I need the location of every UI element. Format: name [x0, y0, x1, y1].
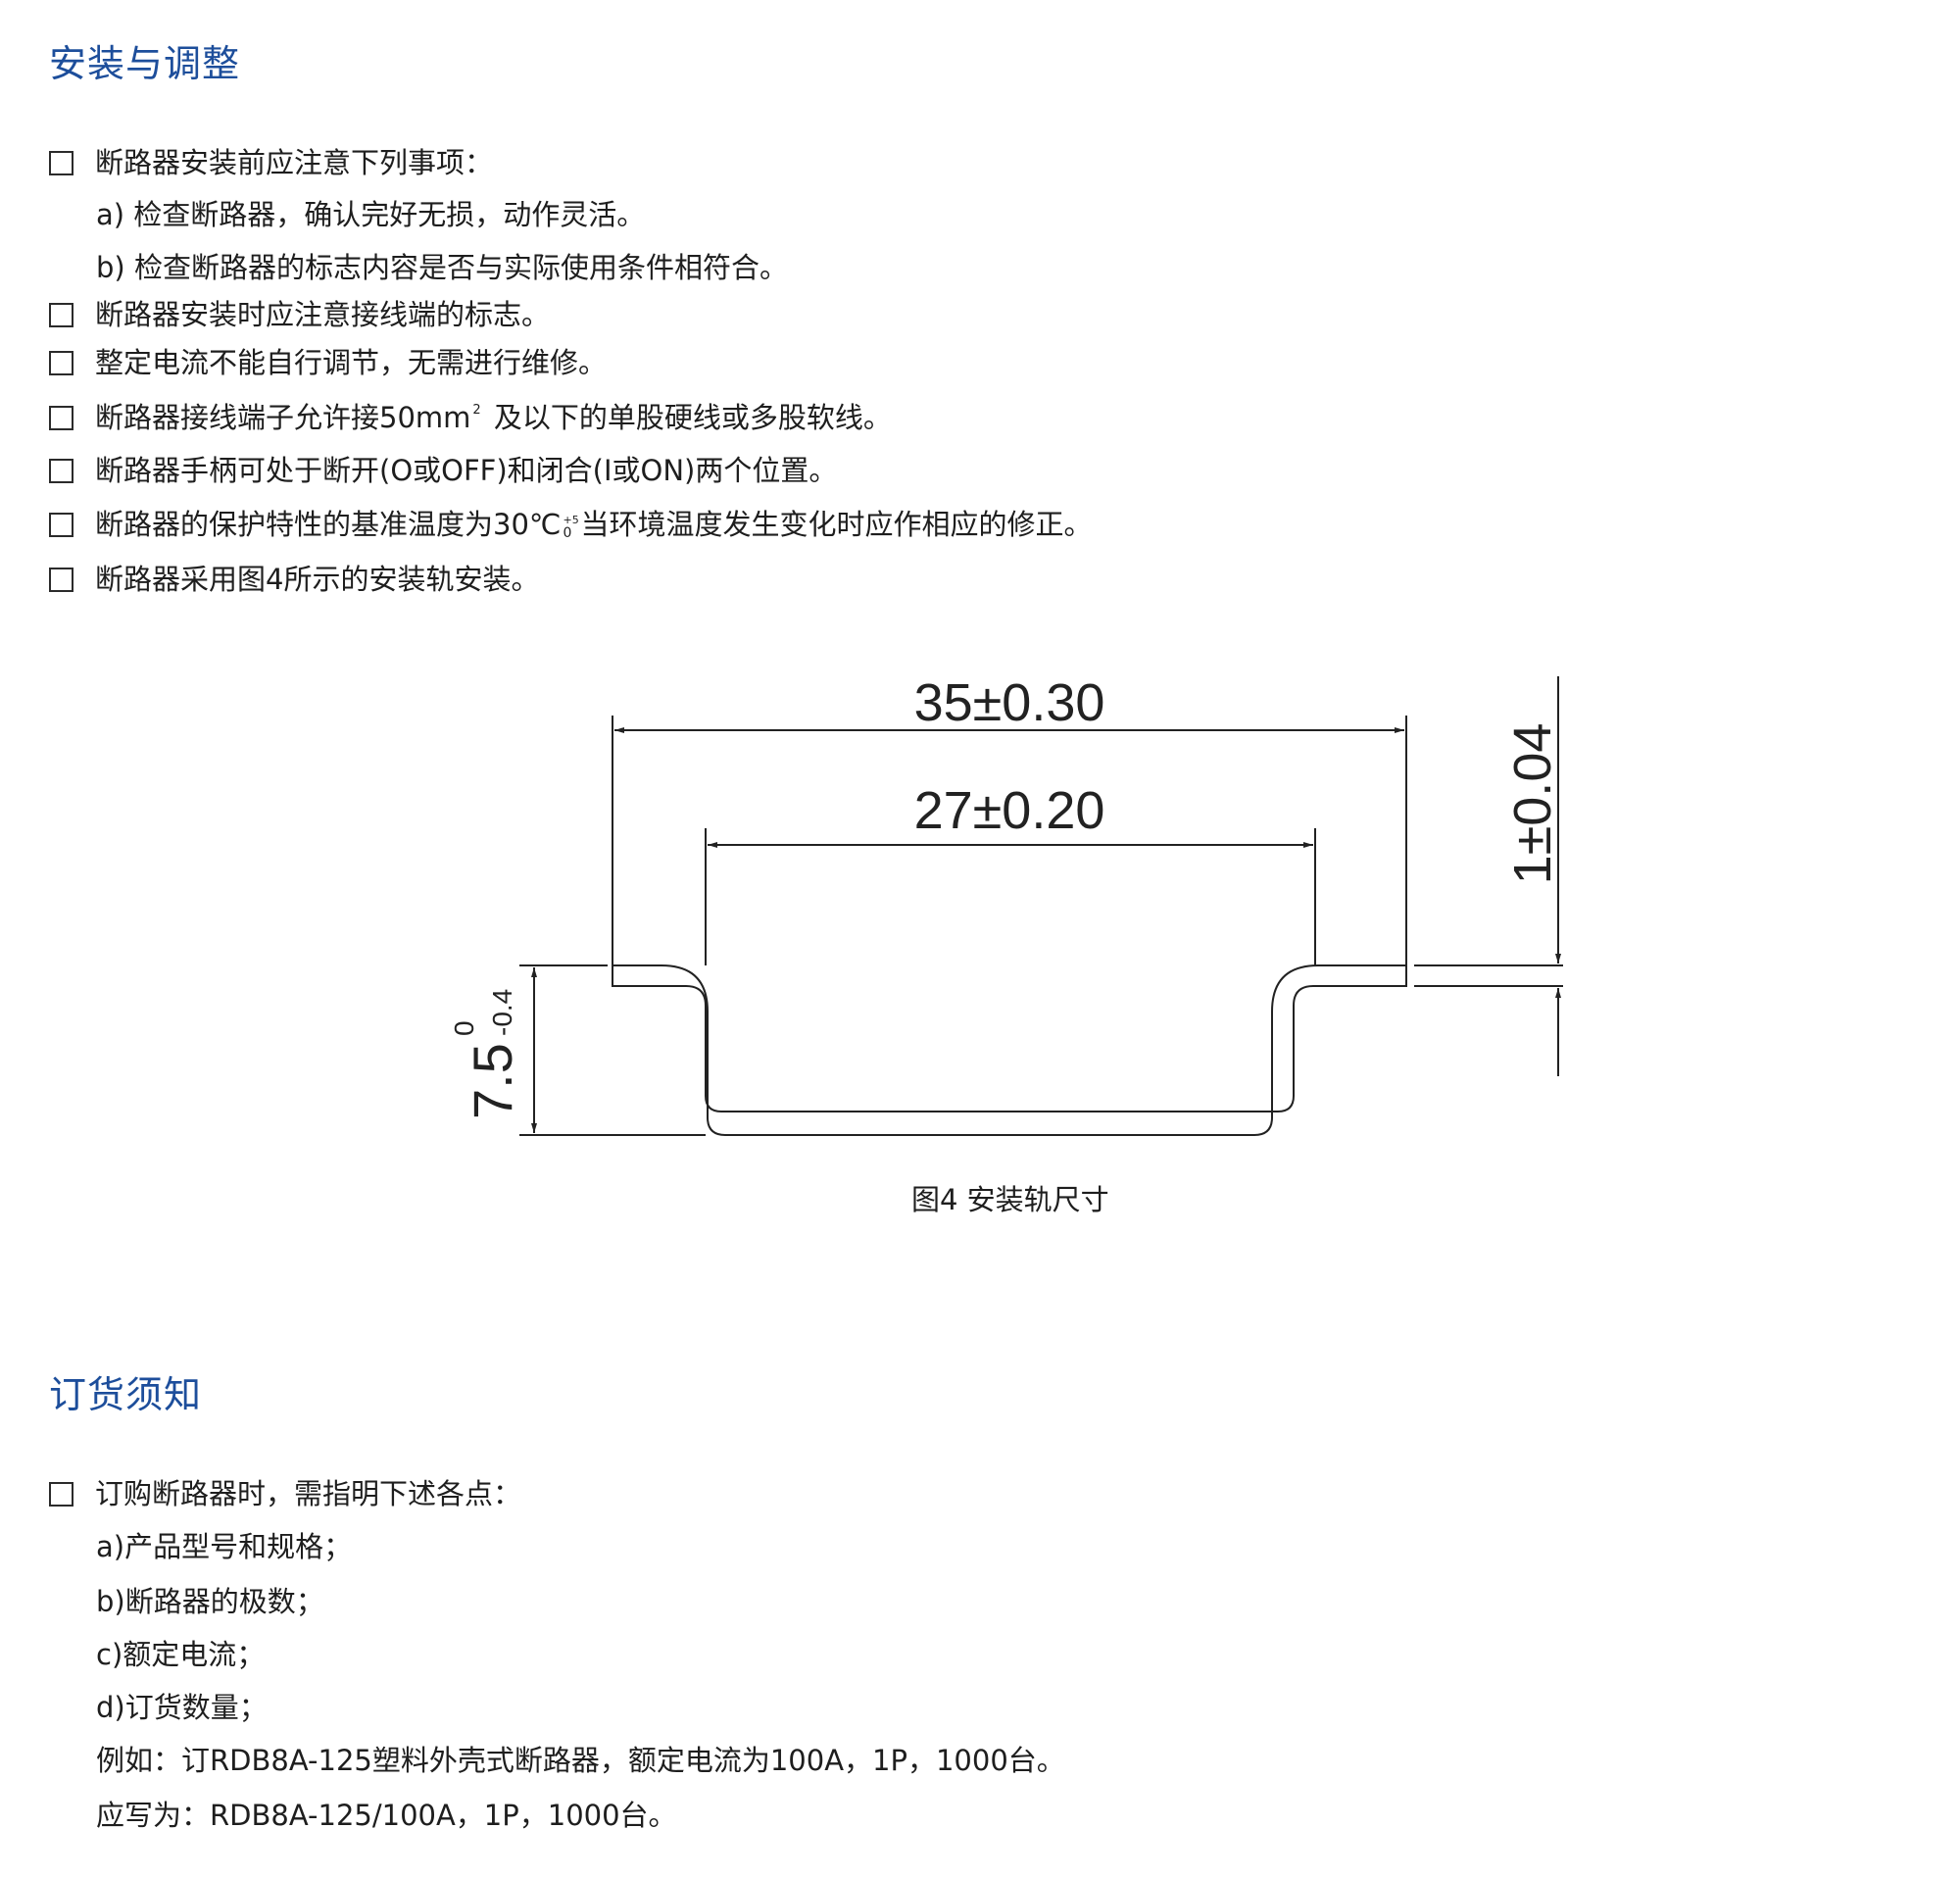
install-item-4-text-a: 断路器接线端子允许接50mm: [95, 401, 471, 434]
order-item: 订购断路器时，需指明下述各点：: [49, 1480, 521, 1508]
install-item-2: 断路器安装时应注意接线端的标志。: [49, 301, 550, 329]
superscript-2: 2: [472, 403, 481, 418]
checkbox-icon: [49, 151, 74, 175]
checkbox-icon: [49, 459, 74, 483]
install-item-3: 整定电流不能自行调节，无需进行维修。: [49, 349, 607, 377]
install-item-4-text-b: 及以下的单股硬线或多股软线。: [484, 401, 892, 434]
tolerance-lower: 0: [563, 525, 572, 541]
install-item-7: 断路器采用图4所示的安装轨安装。: [49, 566, 539, 594]
order-format: 应写为：RDB8A-125/100A，1P，1000台。: [96, 1799, 677, 1832]
install-item-7-text: 断路器采用图4所示的安装轨安装。: [95, 563, 540, 596]
checkbox-icon: [49, 513, 74, 537]
dim-label-35: 35±0.30: [914, 673, 1105, 732]
dim-label-7-5: 7.5: [462, 1043, 523, 1119]
install-item-1-text: 断路器安装前应注意下列事项：: [95, 146, 494, 179]
checkbox-icon: [49, 303, 74, 327]
dim-label-7-5-tol-upper: 0: [449, 1020, 479, 1036]
checkbox-icon: [49, 351, 74, 375]
tolerance-upper: +5: [563, 514, 579, 526]
order-item-text: 订购断路器时，需指明下述各点：: [95, 1477, 522, 1510]
install-item-5-text: 断路器手柄可处于断开(O或OFF)和闭合(I或ON)两个位置。: [95, 454, 838, 487]
checkbox-icon: [49, 406, 74, 430]
dim-label-7-5-tol-lower: -0.4: [487, 989, 517, 1036]
order-example: 例如：订RDB8A-125塑料外壳式断路器，额定电流为100A，1P，1000台…: [96, 1744, 1065, 1777]
checkbox-icon: [49, 568, 74, 592]
install-subitem-b: b) 检查断路器的标志内容是否与实际使用条件相符合。: [96, 251, 788, 284]
order-subitem-c: c)额定电流；: [96, 1638, 266, 1671]
install-item-6-text-a: 断路器的保护特性的基准温度为30℃: [95, 508, 562, 541]
install-item-2-text: 断路器安装时应注意接线端的标志。: [95, 298, 551, 331]
install-item-6-text-b: 当环境温度发生变化时应作相应的修正。: [580, 508, 1093, 541]
install-item-5: 断路器手柄可处于断开(O或OFF)和闭合(I或ON)两个位置。: [49, 457, 837, 485]
order-subitem-a: a)产品型号和规格；: [96, 1530, 353, 1563]
order-subitem-b: b)断路器的极数；: [96, 1585, 324, 1618]
dim-label-27: 27±0.20: [914, 781, 1105, 840]
install-section-title: 安装与调整: [49, 42, 241, 85]
rail-profile-outline: [612, 964, 1407, 1136]
install-subitem-a: a) 检查断路器，确认完好无损，动作灵活。: [96, 198, 646, 231]
figure-caption: 图4 安装轨尺寸: [911, 1183, 1109, 1216]
order-subitem-d: d)订货数量；: [96, 1691, 268, 1724]
install-item-1: 断路器安装前应注意下列事项：: [49, 149, 493, 177]
checkbox-icon: [49, 1482, 74, 1507]
install-item-3-text: 整定电流不能自行调节，无需进行维修。: [95, 346, 608, 379]
order-section-title: 订货须知: [49, 1373, 203, 1416]
dim-label-thickness: 1±0.04: [1503, 723, 1562, 885]
